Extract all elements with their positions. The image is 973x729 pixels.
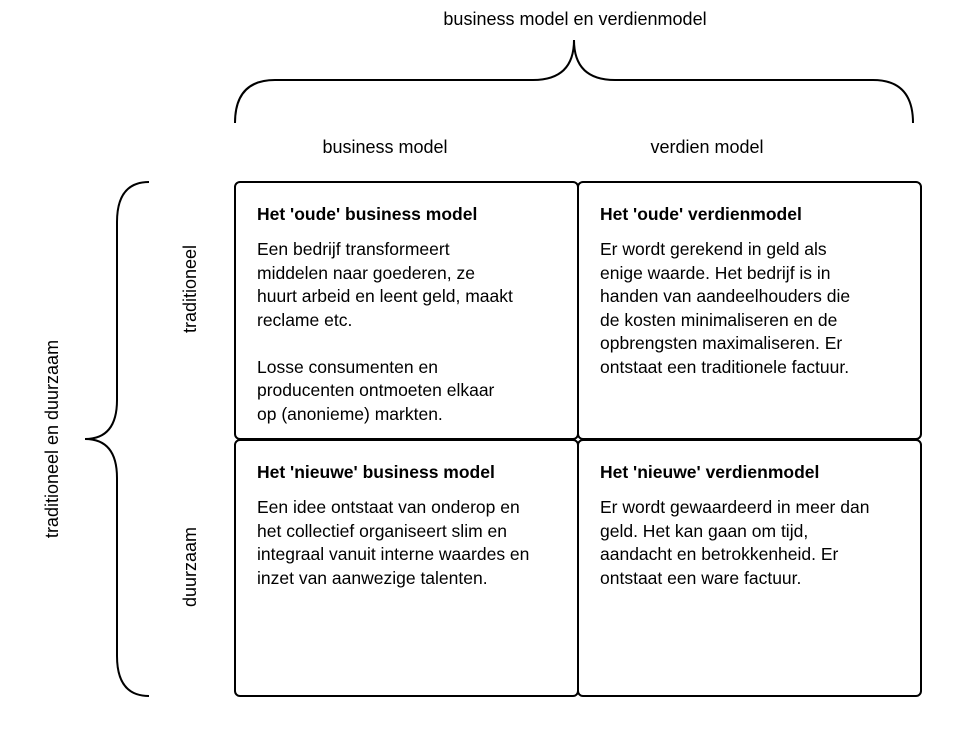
cell-paragraph: Er wordt gewaardeerd in meer dan geld. H… bbox=[600, 497, 870, 588]
left-brace bbox=[84, 181, 150, 697]
column-header-verdien-model: verdien model bbox=[650, 137, 764, 157]
row-label-traditioneel: traditioneel bbox=[180, 244, 200, 334]
cell-new-business-model: Het 'nieuwe' business model Een idee ont… bbox=[234, 439, 579, 697]
top-brace bbox=[234, 39, 914, 124]
cell-old-business-model: Het 'oude' business model Een bedrijf tr… bbox=[234, 181, 579, 440]
cell-title: Het 'oude' business model bbox=[257, 204, 478, 224]
cell-title: Het 'oude' verdienmodel bbox=[600, 204, 802, 224]
cell-new-revenue-model: Het 'nieuwe' verdienmodel Er wordt gewaa… bbox=[577, 439, 922, 697]
cell-paragraph: Er wordt gerekend in geld als enige waar… bbox=[600, 239, 851, 377]
cell-old-revenue-model: Het 'oude' verdienmodel Er wordt gereken… bbox=[577, 181, 922, 440]
cell-paragraph: Losse consumenten en producenten ontmoet… bbox=[257, 356, 495, 424]
cell-title: Het 'nieuwe' verdienmodel bbox=[600, 462, 820, 482]
cell-title: Het 'nieuwe' business model bbox=[257, 462, 495, 482]
cell-paragraph: Een bedrijf transformeert middelen naar … bbox=[257, 239, 513, 330]
top-brace-label: business model en verdienmodel bbox=[443, 9, 707, 29]
row-label-duurzaam: duurzaam bbox=[180, 526, 200, 608]
outer-side-label: traditioneel en duurzaam bbox=[42, 339, 62, 539]
cell-paragraph: Een idee ontstaat van onderop en het col… bbox=[257, 497, 530, 588]
column-header-business-model: business model bbox=[322, 137, 448, 157]
